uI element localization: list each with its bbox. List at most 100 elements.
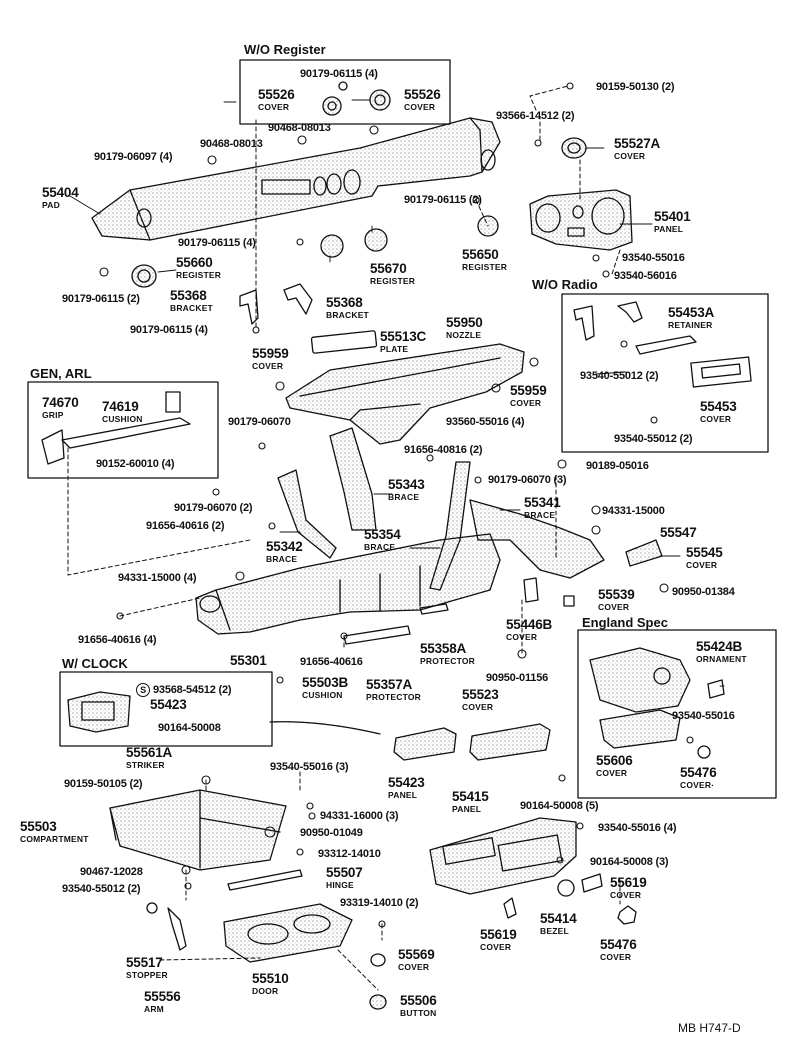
main-panel-55301-drawing	[195, 533, 501, 635]
button-55506-drawing	[369, 994, 387, 1010]
diagram-code: MB H747-D	[678, 1021, 741, 1035]
part-code: 93540-55016 (3)	[270, 761, 349, 773]
cover-55526-a-drawing	[322, 96, 342, 116]
part-code: 90179-06115 (4)	[130, 324, 208, 336]
part-code: 90152-60010 (4)	[96, 458, 175, 470]
part-code: 94331-16000 (3)	[320, 810, 399, 822]
protector-55358a-drawing	[419, 603, 449, 615]
part-code: 93540-55012 (2)	[62, 883, 141, 895]
part-code: 90159-50105 (2)	[64, 778, 143, 790]
protector-55357a-drawing	[343, 625, 411, 645]
brace-55342-drawing	[277, 469, 337, 559]
part-code: 93540-55012 (2)	[614, 433, 693, 445]
section-w-clock: W/ CLOCK	[62, 656, 128, 671]
england-spec-box	[577, 629, 777, 799]
brace-55341-drawing	[469, 499, 605, 579]
part-code: 94331-15000 (4)	[118, 572, 197, 584]
part-code: 91656-40616 (4)	[78, 634, 157, 646]
part-code: 93540-56016	[614, 270, 677, 282]
cover-55526-b-drawing	[369, 89, 391, 111]
part-code: 93540-55016	[622, 252, 685, 264]
wo-register-box	[239, 59, 451, 125]
panel-55401-drawing	[529, 189, 633, 251]
arm-55556-drawing	[167, 907, 187, 951]
wo-radio-box	[561, 293, 769, 453]
section-england-spec: England Spec	[582, 615, 668, 630]
section-wo-register: W/O Register	[244, 42, 326, 57]
assembly-leader-lines	[67, 85, 621, 991]
part-code: 91656-40816 (2)	[404, 444, 483, 456]
part-code: 90179-06070 (2)	[174, 502, 253, 514]
circled-s-icon: S	[136, 683, 150, 697]
part-code: 90159-50130 (2)	[596, 81, 675, 93]
cover-55619-b-drawing	[503, 897, 517, 919]
pad-55404-drawing	[91, 117, 501, 241]
part-code: 94331-15000	[602, 505, 665, 517]
part-code: 90950-01156	[486, 672, 549, 684]
part-code: 90164-50008 (5)	[520, 800, 599, 812]
part-code: 91656-40616	[300, 656, 363, 668]
part-label: 55423	[150, 697, 187, 712]
clock-55423-drawing	[67, 691, 131, 733]
cover-55545-drawing	[625, 539, 663, 567]
part-code: 90179-06070 (3)	[488, 474, 567, 486]
cover-55569-drawing	[370, 953, 386, 967]
part-code: 90179-06097 (4)	[94, 151, 173, 163]
part-code: 91656-40616 (2)	[146, 520, 225, 532]
panel-55423-drawing	[393, 727, 457, 761]
part-code: 90950-01384	[672, 586, 735, 598]
bracket-55368-a-drawing	[239, 289, 259, 325]
nozzle-55950-drawing	[285, 343, 525, 445]
gen-arl-box	[27, 381, 219, 479]
stopper-55517-drawing	[146, 902, 158, 914]
cover-55446b-drawing	[523, 577, 539, 603]
part-label: 55301	[230, 653, 267, 668]
cover-55523-drawing	[469, 723, 551, 761]
cover-55619-a-drawing	[581, 873, 603, 893]
door-55510-drawing	[223, 903, 353, 963]
section-gen-arl: GEN, ARL	[30, 366, 92, 381]
part-code: 93560-55016 (4)	[446, 416, 525, 428]
cover-55539-drawing	[563, 595, 575, 607]
part-code: 90164-50008	[158, 722, 221, 734]
panel-55415-drawing	[429, 817, 577, 895]
england-spec-drawings	[589, 647, 725, 759]
